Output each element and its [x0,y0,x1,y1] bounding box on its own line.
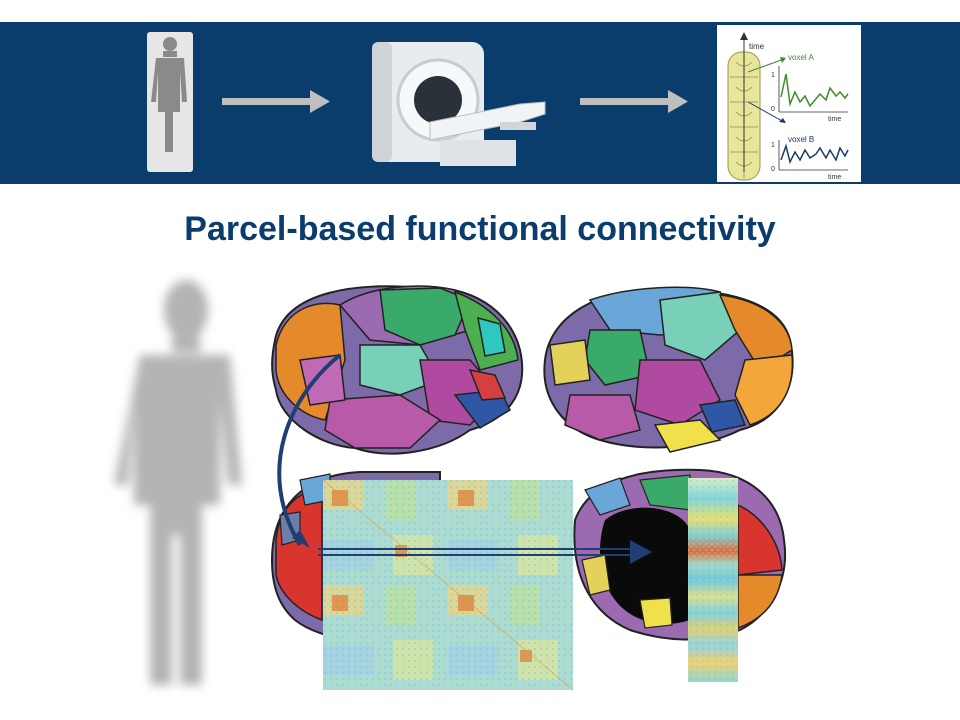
connectivity-matrix [322,479,574,691]
voxel-a-time-label: time [828,116,841,123]
time-axis-label: time [749,42,765,51]
arrow-2 [580,90,688,113]
page-title: Parcel-based functional connectivity [184,210,776,248]
voxel-a-label: voxel A [788,53,814,62]
time-series-inset: time voxel A 1 0 time voxel B 1 0 time [717,25,861,182]
arrow-1 [222,90,330,113]
person-silhouette-icon [114,280,242,685]
voxel-a-series [780,73,849,108]
voxel-a-tick-0: 0 [771,106,775,113]
mri-scanner-icon [372,42,546,166]
voxel-a-tick-1: 1 [771,72,775,79]
pipeline-banner: time voxel A 1 0 time voxel B 1 0 time [0,22,960,184]
brain-right-lateral [543,286,794,453]
row-arrow [318,540,652,564]
subject-silhouette-icon [151,37,187,152]
voxel-b-tick-0: 0 [771,166,775,173]
voxel-b-tick-1: 1 [771,142,775,149]
voxel-b-time-label: time [828,174,841,181]
voxel-b-label: voxel B [788,135,814,144]
brain-left-lateral [271,285,524,455]
pipeline-graphic: time voxel A 1 0 time voxel B 1 0 time [147,25,861,182]
curved-arrow [277,353,342,547]
voxel-b-series [780,143,849,165]
